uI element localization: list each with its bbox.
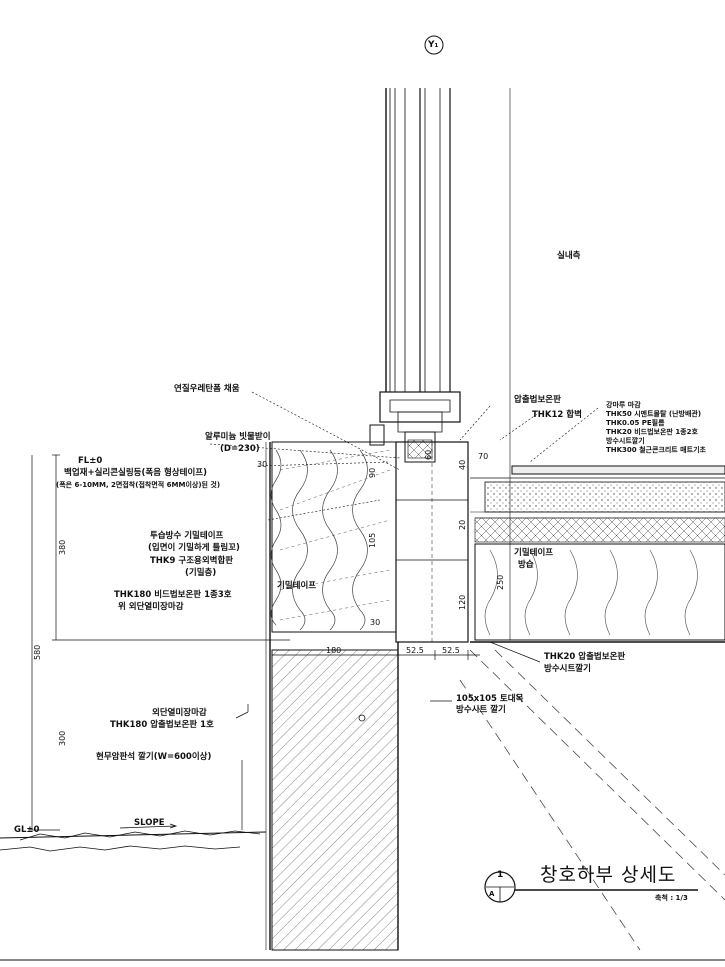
dim-20: 20 <box>458 519 467 530</box>
note-drip-d: (D=230) <box>220 444 260 454</box>
note-gl: GL±0 <box>14 825 40 835</box>
note-tape: 기밀테이프 <box>277 581 317 591</box>
grid-mark-label: Y₁ <box>428 40 439 50</box>
left-dimensions <box>28 454 290 831</box>
title-number-bottom: A <box>489 890 495 898</box>
dim-70: 70 <box>478 452 489 461</box>
dim-30a: 30 <box>257 460 268 469</box>
note-floor-6: THK300 철근콘크리트 매트기초 <box>606 446 706 454</box>
note-thk12: THK12 합벽 <box>532 410 582 420</box>
note-thk9-1: THK9 구조용외벽합판 <box>150 556 234 566</box>
dim-380: 380 <box>58 539 67 555</box>
floor-layers <box>470 465 725 643</box>
dim-180: 180 <box>326 646 342 655</box>
note-ext-finish-2: THK180 압출법보온판 1호 <box>110 720 214 730</box>
ground-stones <box>0 823 267 852</box>
drawing-scale: 축척 : 1/3 <box>655 894 688 902</box>
note-thk20-2: 방수시트깔기 <box>544 664 591 674</box>
note-tape2-1: 기밀테이프 <box>514 548 554 558</box>
title-number-top: 1 <box>497 870 504 880</box>
exterior-insulation <box>265 441 397 950</box>
note-floor-4: THK20 비드법보온판 1종2호 <box>606 428 698 436</box>
note-floor-1: 강마루 마감 <box>606 401 641 409</box>
note-floor-3: THK0.05 PE필름 <box>606 419 665 427</box>
note-waterproof-1: 투습방수 기밀테이프 <box>150 531 224 541</box>
bottom-dimensions <box>271 650 480 660</box>
note-stone: 현무암판석 깔기(W=600이상) <box>96 752 212 762</box>
note-waterproof-2: (입면이 기밀하게 틀림꼬) <box>148 543 240 553</box>
note-fl: FL±0 <box>78 456 103 466</box>
note-timber-1: 105x105 토대목 <box>456 694 524 704</box>
note-sealant-1: 백업재+실리콘실링등(폭음 형상테이프) <box>64 468 207 478</box>
note-sealant-2: (폭은 6-10MM, 2면접착(접착면적 6MM이상)된 것) <box>56 481 221 489</box>
note-thk180-sub: 위 외단열미장마감 <box>118 602 184 612</box>
note-drip: 알루미늄 빗물받이 <box>205 432 271 442</box>
dim-52b: 52.5 <box>442 646 460 655</box>
note-thk9-2: (기밀층) <box>185 568 217 578</box>
note-tape2-2: 방습 <box>518 560 534 570</box>
note-floor-5: 방수시트깔기 <box>606 437 645 445</box>
stud-frame <box>395 441 469 643</box>
dim-300: 300 <box>58 730 67 746</box>
leader-lines <box>209 391 599 521</box>
note-thk20-1: THK20 압출법보온판 <box>544 652 626 662</box>
note-xps-board: 압출법보온판 <box>514 395 561 405</box>
dim-52a: 52.5 <box>406 646 424 655</box>
drawing-title: 창호하부 상세도 <box>540 864 677 886</box>
note-floor-2: THK50 시멘트몰탈 (난방배관) <box>606 410 702 418</box>
title-block <box>484 871 698 903</box>
window-frame <box>369 88 511 640</box>
note-slope: SLOPE <box>134 818 165 828</box>
dim-90: 90 <box>368 467 377 478</box>
dim-60: 60 <box>424 449 433 460</box>
dim-30b: 30 <box>370 618 381 627</box>
dim-120: 120 <box>458 594 467 610</box>
note-thk180: THK180 비드법보온판 1종3호 <box>114 590 232 600</box>
dim-40: 40 <box>458 459 467 470</box>
dim-250: 250 <box>496 574 505 590</box>
note-timber-2: 방수시트 깔기 <box>456 705 506 715</box>
note-ext-finish-1: 외단열미장마감 <box>152 708 207 718</box>
grid-bubble <box>424 35 444 55</box>
footing-lines <box>459 649 725 951</box>
room-label: 실내측 <box>557 251 581 261</box>
note-urethane: 연질우레탄폼 채움 <box>174 384 240 394</box>
foundation <box>271 642 399 951</box>
dim-105: 105 <box>368 532 377 548</box>
dim-580: 580 <box>33 644 42 660</box>
